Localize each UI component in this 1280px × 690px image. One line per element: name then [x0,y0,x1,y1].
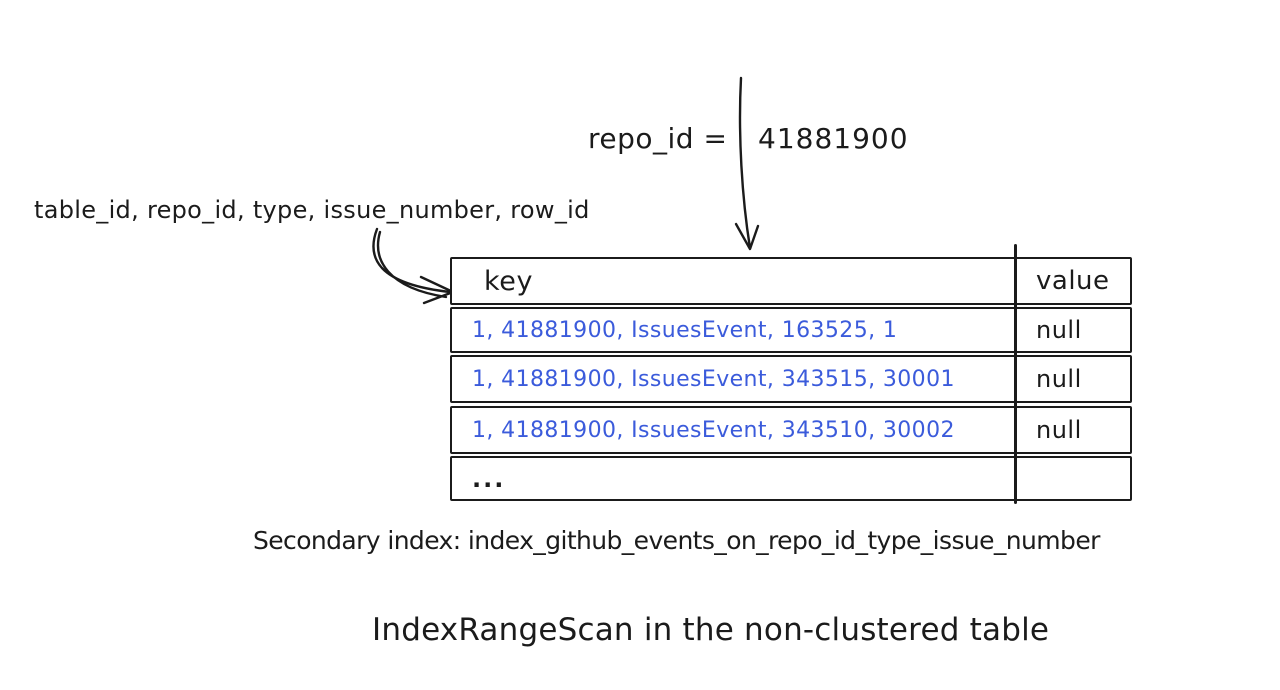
row-value: null [1036,316,1082,344]
curved-arrow-icon [372,227,455,305]
table-row: 1, 41881900, IssuesEvent, 343510, 30002 … [450,406,1132,454]
table-row: 1, 41881900, IssuesEvent, 343515, 30001 … [450,355,1132,403]
row-key: ... [472,464,506,493]
table-header-row: key value [450,257,1132,305]
header-value: value [1036,266,1110,296]
diagram-title: IndexRangeScan in the non-clustered tabl… [372,612,1050,648]
row-key: 1, 41881900, IssuesEvent, 163525, 1 [472,317,898,343]
filter-label: repo_id = [588,122,728,155]
row-value: null [1036,416,1082,444]
row-key: 1, 41881900, IssuesEvent, 343510, 30002 [472,417,955,443]
down-arrow-icon [734,76,760,251]
index-columns-note: table_id, repo_id, type, issue_number, r… [34,196,590,224]
header-key: key [484,265,534,297]
table-row: 1, 41881900, IssuesEvent, 163525, 1 null [450,307,1132,353]
filter-value: 41881900 [758,122,909,155]
table-row-ellipsis: ... [450,456,1132,501]
row-key: 1, 41881900, IssuesEvent, 343515, 30001 [472,366,955,392]
row-value: null [1036,365,1082,393]
secondary-index-caption: Secondary index: index_github_events_on_… [253,526,1100,555]
column-separator-line [1014,244,1017,504]
